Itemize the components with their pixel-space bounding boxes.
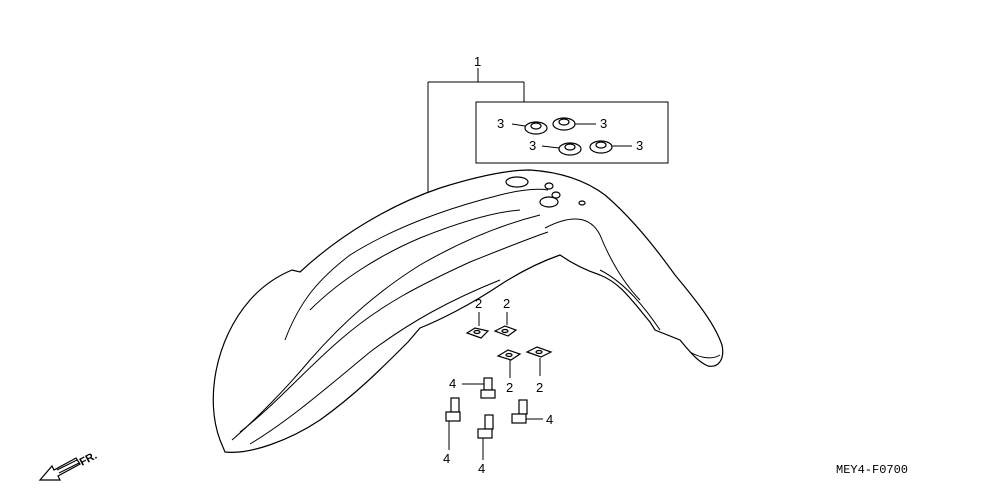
- diagram-code: MEY4-F0700: [836, 463, 908, 477]
- callout-4a: 4: [449, 376, 456, 391]
- callout-1: 1: [474, 54, 481, 69]
- bolt-c: 4: [477, 414, 494, 476]
- grommet-a: 3: [497, 116, 548, 135]
- grommet-d: 3: [589, 138, 643, 154]
- washer-a: 2: [465, 296, 490, 339]
- callout-2b: 2: [503, 296, 510, 311]
- callout-4d: 4: [546, 412, 553, 427]
- callout-2c: 2: [506, 380, 513, 395]
- front-direction-indicator: FR.: [38, 450, 99, 481]
- grommet-c: 3: [529, 138, 582, 156]
- callout-2d: 2: [536, 380, 543, 395]
- bolt-a: 4: [449, 376, 496, 399]
- front-arrow-icon: [38, 457, 81, 481]
- front-fender: [212, 169, 724, 453]
- callout-3d: 3: [636, 138, 643, 153]
- callout-4b: 4: [443, 451, 450, 466]
- callout-3c: 3: [529, 138, 536, 153]
- washer-d: 2: [525, 346, 553, 395]
- washer-b: 2: [493, 296, 518, 337]
- grommet-b: 3: [552, 116, 607, 131]
- fender-assembly-callout: 1: [427, 54, 525, 192]
- direction-label: FR.: [78, 450, 99, 469]
- bolt-d: 4: [511, 399, 553, 427]
- callout-3a: 3: [497, 116, 504, 131]
- grommet-detail-box: 3 3 3 3: [475, 101, 669, 164]
- callout-2a: 2: [475, 296, 482, 311]
- callout-3b: 3: [600, 116, 607, 131]
- washer-c: 2: [496, 349, 522, 395]
- callout-4c: 4: [478, 461, 485, 476]
- bolt-b: 4: [443, 397, 461, 466]
